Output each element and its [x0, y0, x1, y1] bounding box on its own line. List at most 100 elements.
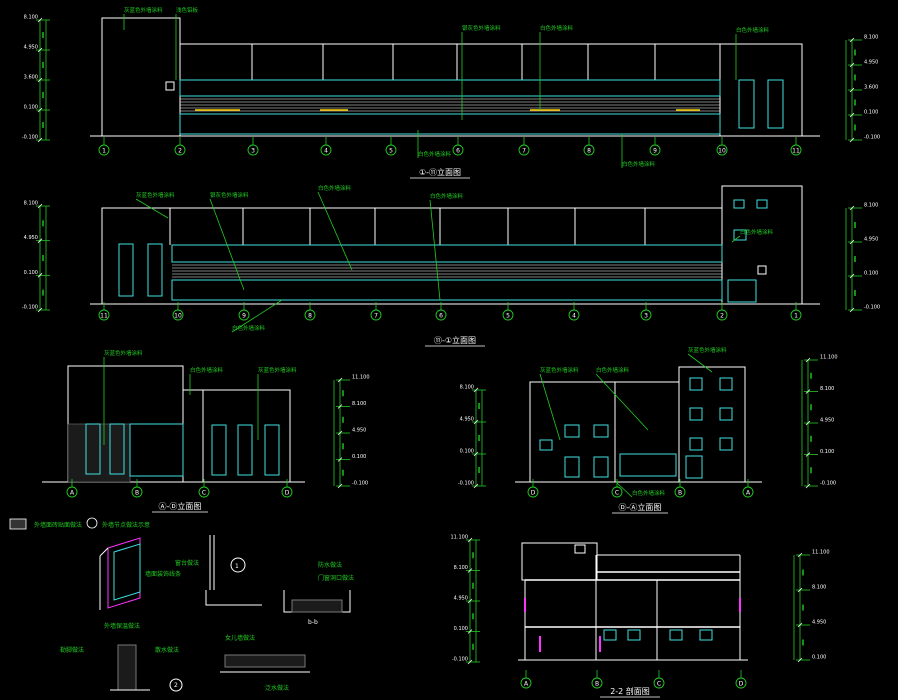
axis-bubble [98, 144, 110, 156]
elevation-mark: 8.100 [812, 585, 826, 591]
detail-wall-joint [205, 535, 262, 606]
material-note: 白色外墙涂料 [418, 150, 452, 158]
elevation-mark: 11.100 [352, 375, 370, 381]
dim-slash [805, 420, 811, 426]
axis-bubble [527, 486, 539, 498]
elevation-mark: 0.100 [460, 449, 474, 455]
axis-bubble [247, 144, 259, 156]
axis-bubble [304, 309, 316, 321]
elevation-mark: 8.100 [24, 15, 38, 21]
dim-slash [849, 273, 855, 279]
legend: 外墙面砖贴面做法 外墙节点做法示意 [9, 517, 150, 530]
dim-slash [337, 377, 343, 383]
axis-label: 10 [174, 312, 182, 319]
elev2-windows [118, 199, 768, 303]
axis-label: C [615, 489, 619, 496]
leader-line [615, 481, 633, 498]
detail-label: 墙面装饰线条 [145, 570, 181, 578]
material-note: 灰蓝色外墙涂料 [124, 6, 163, 14]
dim-slash [37, 203, 43, 209]
axis-bubble [674, 486, 686, 498]
material-note: 灰蓝色外墙涂料 [104, 349, 143, 357]
elevation-mark: 11.100 [451, 535, 469, 541]
elev2-title: ⑪-①立面图 [434, 335, 476, 345]
material-note: 白色外墙涂料 [430, 192, 464, 200]
dim-slash [37, 273, 43, 278]
axis-label: D [285, 489, 290, 496]
elev3-windows [85, 423, 280, 477]
axis-bubble [320, 144, 332, 156]
material-note: 白色外墙涂料 [596, 366, 630, 374]
elevation-mark: 0.100 [24, 105, 38, 111]
elevation-mark: -0.100 [22, 305, 38, 311]
axis-label: 3 [251, 147, 255, 154]
axis-bubble [385, 144, 397, 156]
axis-bubble [174, 144, 186, 156]
material-note: 白色外墙涂料 [232, 324, 266, 332]
elev4-outline [515, 366, 762, 483]
elevation-mark: 4.950 [460, 417, 474, 423]
dim-slash [467, 629, 473, 634]
material-note: 白色外墙涂料 [540, 24, 574, 32]
dim-slash [805, 389, 811, 394]
detail-label: 勒脚做法 [60, 646, 84, 654]
detail-parapet [110, 644, 183, 692]
material-note: 银灰色外墙涂料 [210, 191, 249, 199]
section-slabs [525, 571, 740, 628]
legend-section-marker [86, 517, 98, 529]
dim-slash [805, 452, 811, 457]
detail-label: 门窗洞口做法 [318, 574, 354, 582]
axis-label: 8 [308, 312, 312, 319]
material-note: 灰蓝色外墙涂料 [258, 366, 297, 374]
material-note: 灰蓝色外墙涂料 [540, 366, 579, 374]
elevation-mark: 3.600 [24, 75, 38, 81]
leader-line [231, 299, 283, 333]
section-windows [603, 629, 713, 641]
axis-bubble [790, 144, 802, 156]
dim-slash [337, 430, 343, 436]
axis-label: 4 [324, 147, 328, 154]
detail-label: 防水做法 [318, 561, 342, 569]
dim-slash [849, 205, 855, 211]
axis-label: D [739, 680, 744, 687]
elevation-mark: 4.950 [820, 418, 834, 424]
dim-slash [337, 483, 343, 489]
axis-bubble [640, 309, 652, 321]
dim-slash [849, 307, 855, 313]
elev4-title: Ⓓ-Ⓐ立面图 [619, 502, 662, 512]
axis-label: 8 [587, 147, 591, 154]
axis-label: 9 [653, 147, 657, 154]
elevation-mark: 0.100 [812, 655, 826, 661]
elev1-title: ①-⑪立面图 [419, 167, 461, 177]
elevation-mark: -0.100 [352, 481, 368, 487]
leader-line [731, 235, 741, 243]
dim-slash [37, 137, 43, 143]
dim-slash [473, 387, 479, 393]
dim-slash [797, 622, 803, 628]
axis-label: 6 [439, 312, 443, 319]
detail-tag: 1 [235, 563, 239, 570]
dim-slash [797, 552, 803, 558]
axis-label: 11 [792, 147, 800, 154]
axis-bubble [98, 309, 110, 321]
dim-slash [467, 568, 473, 573]
axis-bubble [238, 309, 250, 321]
dim-slash [849, 137, 855, 143]
axis-label: 9 [242, 312, 246, 319]
elevation-mark: 11.100 [820, 355, 838, 361]
leader-line [429, 199, 441, 301]
elevation-mark: 3.600 [864, 85, 878, 91]
material-note: 白色外墙涂料 [190, 366, 224, 374]
axis-label: 2 [720, 312, 724, 319]
detail-labels: 墙面装饰线条 外墙保温做法 散水做法 勒脚做法 窗台做法 防水做法 门窗洞口做法… [60, 559, 354, 692]
axis-bubble [583, 144, 595, 156]
dim-slash [337, 404, 343, 409]
detail-label: 外墙保温做法 [104, 622, 140, 630]
dim-slash [473, 451, 479, 457]
axis-label: B [135, 489, 139, 496]
axis-label: 7 [522, 147, 526, 154]
